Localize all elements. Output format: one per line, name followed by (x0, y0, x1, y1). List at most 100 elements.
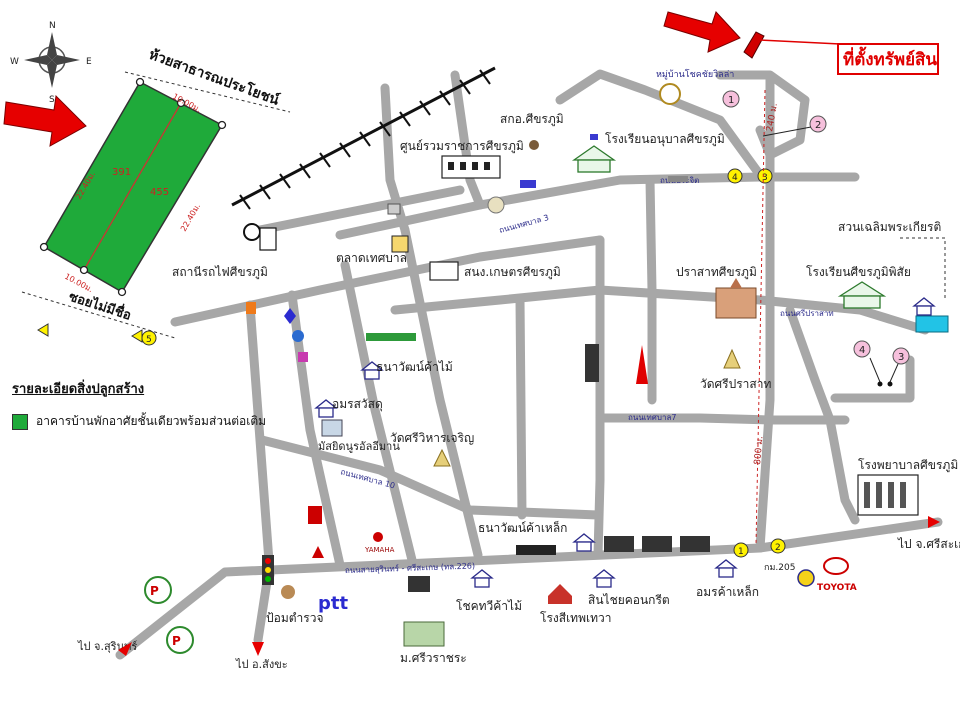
road-label-main-highway: ถนนสายสุรินทร์ - ศรีสะเกษ (ทล.226) (345, 560, 475, 575)
park-pointer-line (900, 237, 946, 300)
house-icon-steel (572, 533, 596, 552)
svg-text:3: 3 (898, 352, 904, 363)
marker-5 (141, 330, 157, 346)
plot-id-391: 391 (112, 167, 131, 178)
place-park: สวนเฉลิมพระเกียรติ (838, 220, 941, 234)
place-prasat: ปราสาทศีขรภูมิ (676, 265, 757, 280)
road-label-thesaban7: ถนนเทศบาล7 (628, 413, 676, 422)
marker-4-junction: 4 (727, 168, 743, 184)
place-chok-timber: โชคทวีค้าไม้ (456, 599, 522, 613)
motorbike-logo-icons (308, 506, 383, 558)
shop-pink-icon (298, 352, 308, 362)
toyota-logo-icon (823, 557, 849, 575)
yamaha-label: YAMAHA (364, 546, 395, 554)
svg-text:P: P (150, 584, 159, 598)
road-main-highway (115, 517, 943, 660)
house-icon-timber (360, 361, 384, 380)
place-police: ป้อมตำรวจ (266, 611, 323, 625)
road-network (115, 69, 943, 660)
marker-2: 2 (762, 115, 827, 137)
marker-5-label: 5 (146, 335, 152, 345)
marker-3-junction: 3 (757, 168, 773, 184)
tower-icon (585, 344, 599, 382)
svg-text:4: 4 (859, 345, 865, 356)
arrow-to-sangkha-icon (252, 642, 264, 656)
place-steel-1: ธนาวัฒน์ค้าเหล็ก (478, 520, 567, 535)
asset-callout-box (837, 43, 939, 75)
km-post: กม.205 (764, 563, 795, 573)
place-amorn-steel: อมรค้าเหล็ก (696, 584, 759, 599)
boundary-bottom-line (21, 291, 176, 339)
house-icon-amornsatu (314, 399, 338, 418)
road-center-v (593, 235, 605, 560)
marker-5-pointer (37, 323, 49, 337)
place-to-sisaket: ไป จ.ศรีสะเกษ (897, 537, 960, 551)
road-upper-right (555, 69, 765, 180)
compass-s: S (49, 95, 55, 105)
arrow-to-surin-icon (118, 642, 132, 656)
place-rong-si: โรงสีเทพเทวา (540, 611, 611, 625)
shell-logo-icon (797, 569, 815, 587)
wat-prasat-icon (723, 348, 741, 369)
road-label-srinatha: ถนนศรีปราสาท (780, 309, 834, 318)
legend-item: อาคารบ้านพักอาศัยชั้นเดียวพร้อมส่วนต่อเต… (12, 412, 266, 431)
house-icon-sinchai (592, 569, 616, 588)
road-left-c (340, 260, 417, 565)
place-school: โรงเรียนศีขรภูมิพิสัย (806, 265, 911, 280)
police-icon (281, 585, 295, 599)
place-wat-wihan: วัดศรีวิหารเจริญ (390, 431, 474, 445)
pt-station-icon: P (144, 576, 172, 604)
legend-title: รายละเอียดสิ่งปลูกสร้าง (12, 382, 145, 397)
place-mortgage-office: สกอ.ศีขรภูมิ (500, 112, 564, 127)
pt-station-icon-2: P (166, 626, 194, 654)
kindergarten-school-icon (571, 134, 617, 173)
govt-center-building-icon (441, 155, 501, 179)
mosque-icon (321, 419, 343, 437)
shophouse-icons (604, 536, 710, 552)
plot-bottom-width: 10.00ม. (63, 272, 94, 294)
place-hospital: โรงพยาบาลศีขรภูมิ (858, 458, 958, 473)
train-station-icon (243, 223, 277, 251)
road-thesaban7 (595, 413, 850, 425)
marker-1: 1 (722, 90, 740, 108)
hospital-building-icon (857, 474, 919, 516)
red-arrow-icon-top (663, 11, 741, 53)
plot-id-455: 455 (150, 187, 169, 198)
asset-location-marker: ที่ตั้งทรัพย์สิน (743, 31, 939, 75)
distance-240: 240 ม. (765, 102, 780, 132)
place-market: ตลาดเทศบาล (336, 251, 407, 265)
svg-text:3: 3 (762, 173, 768, 183)
place-sinchai: สินไชยคอนกรีต (588, 593, 670, 607)
road-right-loop2 (830, 355, 915, 403)
svg-text:2: 2 (775, 543, 781, 553)
plot-divider (83, 102, 182, 271)
house-icon-park (912, 297, 936, 316)
bank-icon (387, 203, 401, 215)
place-mosque: มัสยิดนูรอัลอีมาน (318, 440, 400, 453)
place-amornsatu: อมรสวัสดุ (332, 397, 383, 412)
legend-item-label: อาคารบ้านพักอาศัยชั้นเดียวพร้อมส่วนต่อเต… (36, 414, 267, 428)
road-thesaban10 (257, 435, 603, 520)
road-village (715, 70, 810, 160)
wat-wihan-icon (433, 448, 451, 467)
road-small-top2 (450, 70, 485, 210)
place-train-station: สถานีรถไฟศีขรภูมิ (172, 265, 268, 280)
monument-icon (636, 345, 648, 384)
road-right-loop (785, 305, 860, 525)
agri-cooperative-building-icon (429, 261, 459, 281)
road-upper-diagonal (245, 185, 465, 237)
post-office-icon (520, 180, 536, 188)
bank-round-icon (292, 330, 304, 342)
road-mid-h (390, 285, 930, 335)
compass-e: E (86, 57, 92, 67)
shop-sign-icon (516, 545, 556, 555)
seven-eleven-icon (246, 302, 256, 314)
road-to-sangkha (253, 570, 273, 645)
place-university: ม.ศรีวราชระ (400, 651, 467, 665)
village-logo-icon (659, 83, 681, 105)
prasat-temple-icon (715, 278, 757, 319)
railway (231, 66, 496, 210)
svg-text:1: 1 (728, 95, 734, 106)
plot-right-length: 22.40ม. (179, 202, 202, 233)
